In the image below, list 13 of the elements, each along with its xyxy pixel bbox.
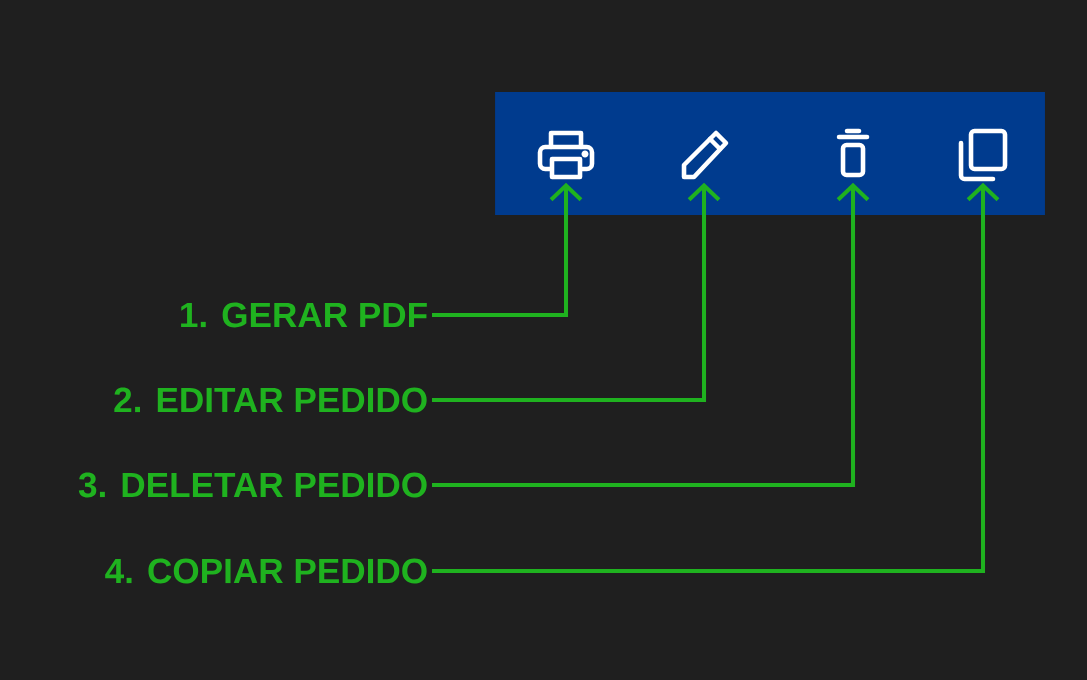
pencil-icon <box>681 130 729 180</box>
callout-label: 2. EDITAR PEDIDO <box>114 387 427 413</box>
leader-arrow <box>432 182 1000 574</box>
printer-icon <box>537 130 595 180</box>
leader-arrow <box>432 182 583 317</box>
toolbar <box>495 92 1045 215</box>
leader-arrow <box>432 182 870 488</box>
trash-icon <box>836 128 870 178</box>
leader-arrow <box>432 182 721 402</box>
callout-label: 4. COPIAR PEDIDO <box>105 558 427 584</box>
copy-icon <box>958 128 1008 182</box>
callout-label: 1. GERAR PDF <box>181 302 427 328</box>
callout-label: 3. DELETAR PEDIDO <box>78 472 427 498</box>
